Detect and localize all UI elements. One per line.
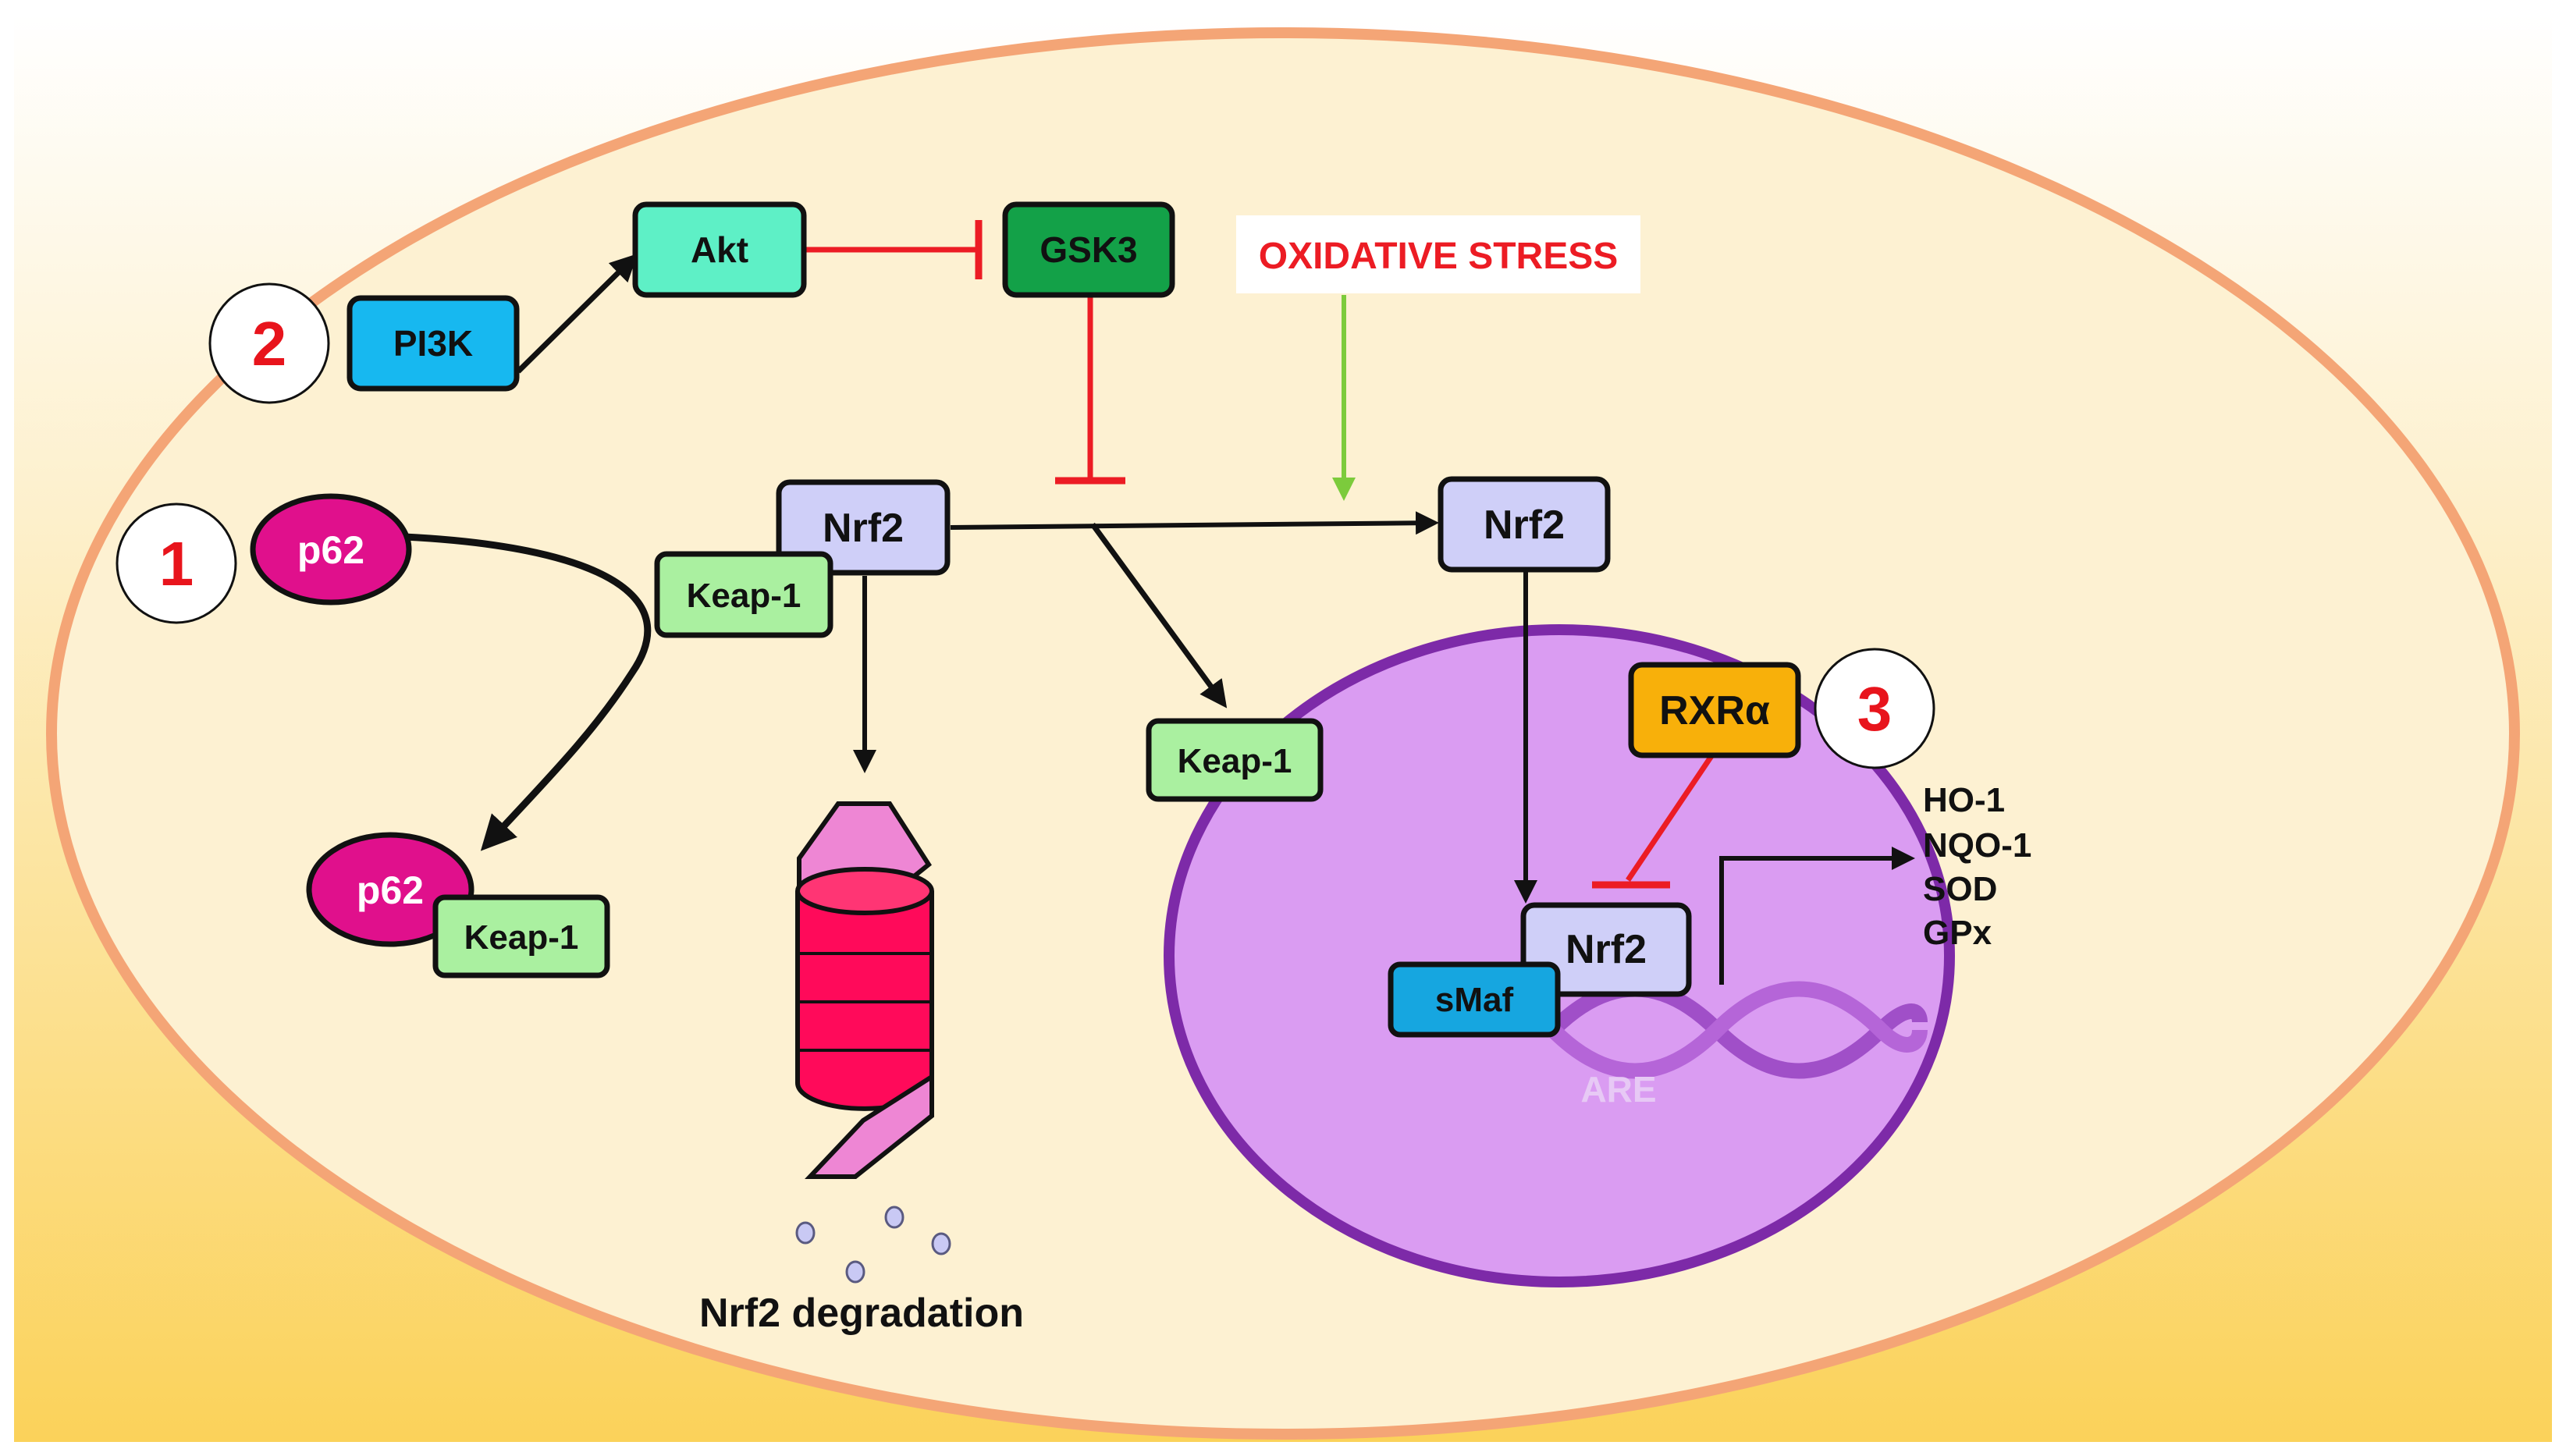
p62-sequestration-arrow	[403, 533, 652, 851]
nrf2-free-box	[1438, 476, 1611, 573]
nrf2-bound-box	[776, 479, 951, 576]
peptide-dot	[795, 1221, 816, 1245]
nrf2-bound-node: Nrf2	[776, 479, 951, 576]
peptide-dot	[931, 1232, 951, 1255]
p62-keap1-complex: p62 Keap-1	[306, 832, 610, 978]
transcription-arrow	[1719, 847, 1915, 985]
nrf2-free-node: Nrf2	[1438, 476, 1611, 573]
marker-2-circle	[208, 282, 330, 404]
keap1-bound-box	[654, 551, 833, 638]
akt-box	[632, 201, 807, 298]
marker-1: 1	[116, 502, 237, 624]
proteasome-ribbon-bottom	[805, 1072, 934, 1179]
gsk3-box	[1002, 201, 1175, 298]
peptide-fragments	[795, 1206, 951, 1284]
rxra-label: RXRα	[1659, 688, 1770, 733]
proteasome-barrel	[795, 891, 934, 1111]
marker-3-circle	[1814, 648, 1935, 769]
marker-1-label: 1	[159, 529, 194, 598]
keap1-free-box	[1146, 718, 1324, 802]
keap1-release-arrow	[1090, 522, 1228, 708]
proteasome	[795, 801, 934, 1179]
marker-3: 3	[1814, 648, 1935, 769]
oxidative-stress-label: OXIDATIVE STRESS	[1259, 236, 1619, 277]
p62-top-label: p62	[297, 528, 364, 572]
gene-label: SOD	[1923, 870, 1997, 908]
p62-bottom-shape	[306, 832, 474, 947]
keap1-free-label: Keap-1	[1178, 742, 1292, 780]
nrf2-release-arrow	[950, 511, 1439, 535]
keap1-p62-box	[432, 894, 610, 978]
marker-2-label: 2	[252, 309, 287, 378]
p62-node-top: p62	[250, 493, 412, 605]
keap1-bound-node: Keap-1	[654, 551, 833, 638]
pi3k-akt-arrow	[516, 254, 638, 374]
keap1-bound-label: Keap-1	[687, 577, 801, 615]
rxra-node: RXRα	[1628, 662, 1801, 758]
gene-label: GPx	[1923, 914, 1992, 952]
pi3k-label: PI3K	[393, 323, 473, 364]
gene-label: HO-1	[1923, 781, 2005, 819]
p62-top-shape	[250, 493, 412, 605]
nrf2-nuclear-box	[1520, 902, 1692, 997]
degradation-label: Nrf2 degradation	[699, 1291, 1024, 1336]
peptide-dot	[884, 1206, 904, 1229]
nrf2-bound-label: Nrf2	[823, 506, 904, 551]
oxidative-stress-node: OXIDATIVE STRESS	[1236, 215, 1640, 293]
rxra-inhibition	[1626, 752, 1715, 882]
target-genes: HO-1 NQO-1 SOD GPx	[1923, 781, 2031, 952]
p62-bottom-label: p62	[357, 868, 424, 912]
rxra-box	[1628, 662, 1801, 758]
smaf-box	[1388, 961, 1561, 1038]
dna-strand-b	[1547, 981, 1928, 1079]
peptide-dot	[845, 1260, 865, 1284]
pi3k-node: PI3K	[347, 295, 520, 392]
akt-node: Akt	[632, 201, 807, 298]
gsk3-node: GSK3	[1002, 201, 1175, 298]
gsk3-label: GSK3	[1040, 229, 1137, 270]
nrf2-free-label: Nrf2	[1484, 502, 1565, 548]
oxidative-stress-box	[1236, 215, 1640, 293]
akt-label: Akt	[691, 229, 748, 270]
marker-3-label: 3	[1857, 674, 1893, 744]
keap1-p62-label: Keap-1	[464, 918, 579, 957]
gene-label: NQO-1	[1923, 826, 2031, 865]
are-label: ARE	[1580, 1069, 1656, 1110]
nrf2-smaf-complex: Nrf2 sMaf	[1388, 902, 1692, 1038]
marker-1-circle	[116, 502, 237, 624]
nrf2-nuclear-label: Nrf2	[1566, 927, 1647, 972]
keap1-free-node: Keap-1	[1146, 718, 1324, 802]
smaf-label: sMaf	[1435, 981, 1514, 1019]
proteasome-barrel-top	[795, 867, 934, 915]
marker-2: 2	[208, 282, 330, 404]
pi3k-box	[347, 295, 520, 392]
